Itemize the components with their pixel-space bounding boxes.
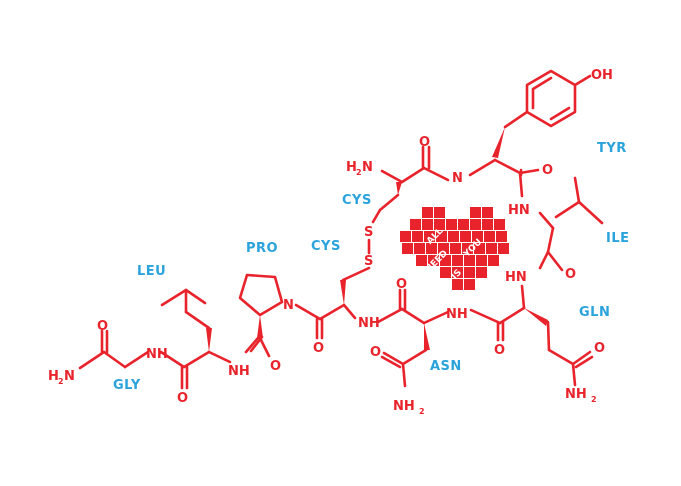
residue-label-cys-left: CYS bbox=[311, 239, 341, 254]
h2n-cys-h: H bbox=[346, 160, 357, 175]
oh-label: OH bbox=[591, 68, 613, 83]
nh-asn-cys6: NH bbox=[358, 316, 380, 331]
residue-label-pro: PRO bbox=[246, 241, 278, 256]
carbonyl-o-cys1: O bbox=[419, 135, 430, 150]
pro-ring bbox=[238, 273, 284, 358]
nh2-asn-sub: 2 bbox=[419, 407, 425, 416]
carbonyl-o-pro: O bbox=[270, 359, 281, 374]
h2n-gly-h: H bbox=[48, 369, 59, 384]
ring-backbone bbox=[294, 145, 604, 388]
hn-ile: HN bbox=[508, 203, 530, 218]
carbonyl-o-asn-side: O bbox=[370, 345, 381, 360]
residue-label-gln: GLN bbox=[579, 305, 610, 320]
heart-graphic: ALL YOU NEED IS bbox=[400, 207, 509, 290]
residue-label-tyr: TYR bbox=[597, 141, 627, 156]
carbonyl-o-gln: O bbox=[494, 343, 505, 358]
h2n-gly-sub: 2 bbox=[58, 377, 64, 386]
h2n-gly-n: N bbox=[64, 369, 75, 384]
residue-label-asn: ASN bbox=[430, 359, 462, 374]
residue-label-gly: GLY bbox=[113, 378, 141, 393]
nh-leu-gly: NH bbox=[146, 347, 168, 362]
carbonyl-o-tyr: O bbox=[542, 163, 553, 178]
sulfur-2: S bbox=[364, 254, 373, 269]
carbonyl-o-ile: O bbox=[565, 267, 576, 282]
residue-label-ile: ILE bbox=[606, 231, 630, 246]
nh-pro-leu: NH bbox=[228, 364, 250, 379]
residue-labels: TYR ILE GLN ASN CYS CYS PRO LEU GLY bbox=[113, 141, 630, 393]
nh2-gln-sub: 2 bbox=[591, 395, 597, 404]
carbonyl-o-asn: O bbox=[396, 277, 407, 292]
h2n-cys-sub: 2 bbox=[356, 168, 362, 177]
carbonyl-o-leu: O bbox=[177, 391, 188, 406]
carbonyl-o-gly: O bbox=[97, 319, 108, 334]
sulfur-1: S bbox=[364, 225, 373, 240]
carbonyl-o-gln-side: O bbox=[594, 341, 605, 356]
leu-gly-tail bbox=[78, 288, 232, 390]
carbonyl-o-cys6: O bbox=[313, 341, 324, 356]
tyr-side-chain bbox=[492, 69, 592, 158]
hn-gln: HN bbox=[505, 270, 527, 285]
residue-label-cys-top: CYS bbox=[342, 193, 372, 208]
nh2-gln: NH bbox=[565, 387, 587, 402]
n-pro: N bbox=[283, 298, 294, 313]
atom-labels: OH O N O HN O HN NH O O O NH O O N O NH … bbox=[48, 68, 613, 416]
residue-label-leu: LEU bbox=[137, 264, 166, 279]
nh-gln-asn: NH bbox=[446, 307, 468, 322]
nh2-asn: NH bbox=[393, 399, 415, 414]
h2n-cys-n: N bbox=[362, 160, 373, 175]
nh-cys1-tyr: N bbox=[452, 171, 463, 186]
